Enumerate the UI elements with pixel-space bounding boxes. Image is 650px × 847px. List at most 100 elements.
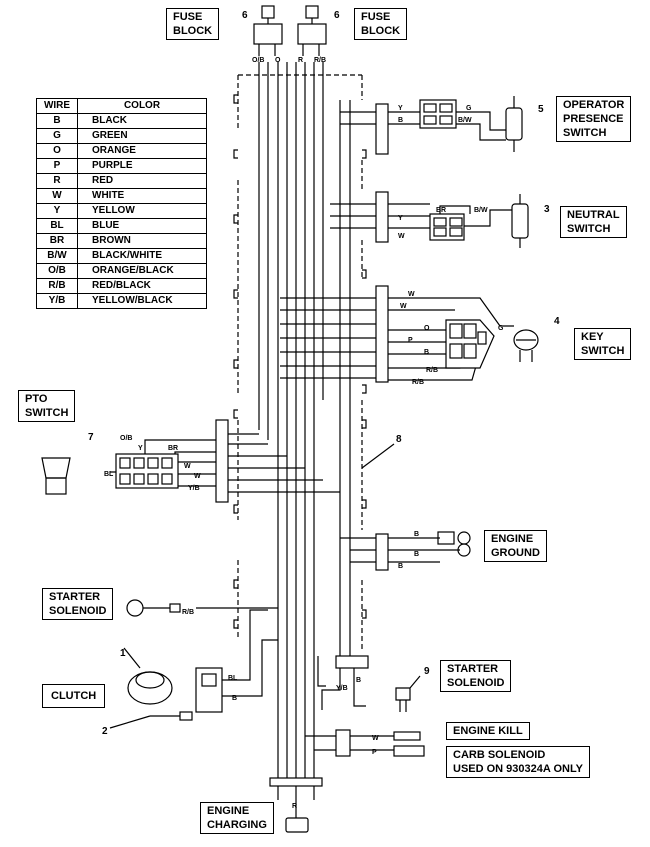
legend-wire-color: RED/BLACK	[77, 278, 207, 294]
legend-wire-code: BR	[36, 233, 78, 249]
legend-wire-code: O/B	[36, 263, 78, 279]
ground-wire-b3: B	[398, 563, 403, 570]
key-wire-rb2: R/B	[412, 379, 424, 386]
ground-wire-b2: B	[414, 551, 419, 558]
legend-wire-color: BROWN	[77, 233, 207, 249]
clutch-wire-bl: BL	[228, 675, 238, 682]
neutral-wire-br: BR	[436, 207, 446, 214]
engine-kill-label: ENGINE KILL	[446, 722, 530, 740]
pto-wire-bl: BL	[104, 471, 114, 478]
key-wire-o: O	[424, 325, 430, 332]
legend-wire-code: R	[36, 173, 78, 189]
clutch-label: CLUTCH	[42, 684, 106, 708]
legend-wire-code: G	[36, 128, 78, 144]
key-wire-w1: W	[408, 291, 415, 298]
fuse-block-right-label: FUSE BLOCK	[354, 8, 408, 40]
legend-wire-color: RED	[77, 173, 207, 189]
starter-solenoid-left-label: STARTER SOLENOID	[42, 588, 114, 620]
key-wire-p: P	[408, 337, 413, 344]
legend-wire-code: Y/B	[36, 293, 78, 309]
harness-ref: 8	[396, 434, 402, 445]
neutral-switch-label: NEUTRAL SWITCH	[560, 206, 627, 238]
key-ref: 4	[554, 316, 560, 327]
ops-ref: 5	[538, 104, 544, 115]
ops-wire-y: Y	[398, 105, 403, 112]
legend-wire-color: PURPLE	[77, 158, 207, 174]
pto-wire-w1: W	[184, 463, 191, 470]
legend-wire-code: O	[36, 143, 78, 159]
legend-wire-color: YELLOW/BLACK	[77, 293, 207, 309]
key-wire-g: G	[498, 325, 504, 332]
engine-charging-label: ENGINE CHARGING	[200, 802, 274, 834]
key-wire-b: B	[424, 349, 429, 356]
ops-wire-g: G	[466, 105, 472, 112]
legend-wire-color: WHITE	[77, 188, 207, 204]
legend-wire-code: BL	[36, 218, 78, 234]
legend-wire-code: Y	[36, 203, 78, 219]
fuse-pin-ob: O/B	[252, 57, 264, 64]
charging-wire-r: R	[292, 803, 297, 810]
starter-right-ref: 9	[424, 666, 430, 677]
legend-wire-color: ORANGE/BLACK	[77, 263, 207, 279]
pto-ref: 7	[88, 432, 94, 443]
key-switch-label: KEY SWITCH	[574, 328, 632, 360]
legend-wire-color: YELLOW	[77, 203, 207, 219]
fuse-ref-right: 6	[334, 10, 340, 21]
neutral-ref: 3	[544, 204, 550, 215]
legend-header: WIRE COLOR	[36, 98, 207, 114]
pto-wire-yb: Y/B	[188, 485, 200, 492]
fuse-pin-r: R	[298, 57, 303, 64]
engine-kill-wire-w: W	[372, 735, 379, 742]
key-wire-rb1: R/B	[426, 367, 438, 374]
fuse-block-left-label: FUSE BLOCK	[166, 8, 220, 40]
pto-wire-w2: W	[194, 473, 201, 480]
legend-header-wire: WIRE	[36, 98, 78, 114]
legend-wire-color: BLACK	[77, 113, 207, 129]
legend-wire-code: B	[36, 113, 78, 129]
pto-wire-ob: O/B	[120, 435, 132, 442]
starter-right-wire-b: B	[356, 677, 361, 684]
starter-solenoid-right-label: STARTER SOLENOID	[440, 660, 512, 692]
operator-presence-label: OPERATOR PRESENCE SWITCH	[556, 96, 632, 142]
fuse-pin-o: O	[275, 57, 281, 64]
legend-wire-color: BLUE	[77, 218, 207, 234]
ops-wire-bw: B/W	[458, 117, 472, 124]
starter-left-wire-rb: R/B	[182, 609, 194, 616]
legend-wire-code: B/W	[36, 248, 78, 264]
starter-right-wire-yb: Y/B	[336, 685, 348, 692]
pto-switch-label: PTO SWITCH	[18, 390, 76, 422]
carb-wire-p: P	[372, 749, 377, 756]
key-wire-w2: W	[400, 303, 407, 310]
fuse-pin-rb: R/B	[314, 57, 326, 64]
legend-wire-color: GREEN	[77, 128, 207, 144]
carb-solenoid-label: CARB SOLENOID USED ON 930324A ONLY	[446, 746, 591, 778]
neutral-wire-bw: B/W	[474, 207, 488, 214]
clutch-ref: 1	[120, 648, 126, 659]
ground-wire-b1: B	[414, 531, 419, 538]
clutch-wire-b: B	[232, 695, 237, 702]
neutral-wire-w: W	[398, 233, 405, 240]
legend-wire-color: BLACK/WHITE	[77, 248, 207, 264]
legend-wire-code: W	[36, 188, 78, 204]
engine-ground-label: ENGINE GROUND	[484, 530, 547, 562]
ops-wire-b: B	[398, 117, 403, 124]
legend-wire-color: ORANGE	[77, 143, 207, 159]
pto-wire-y: Y	[138, 445, 143, 452]
legend-wire-code: R/B	[36, 278, 78, 294]
neutral-wire-y: Y	[398, 215, 403, 222]
